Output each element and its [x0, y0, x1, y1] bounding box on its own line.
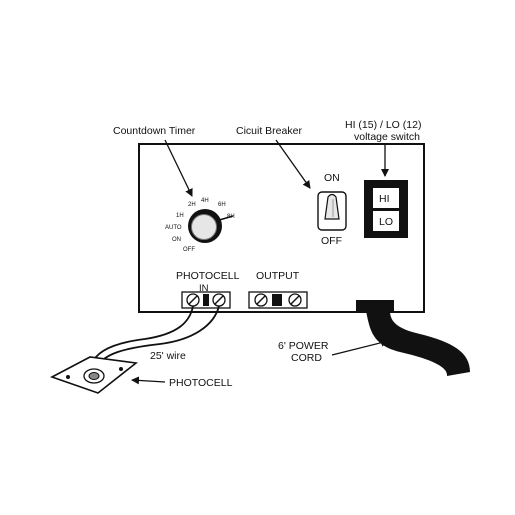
output-screw-right-slot — [290, 295, 300, 305]
circuit-breaker-leader — [275, 139, 311, 189]
photocell-screw-left-slot — [188, 295, 198, 305]
circuit-breaker[interactable]: ON OFF — [317, 172, 347, 247]
photocell-screw-hole-left — [66, 375, 70, 379]
output-terminal-block — [248, 291, 308, 309]
photocell-terminal-divider — [203, 294, 209, 306]
countdown-timer-leader — [164, 139, 193, 197]
photocell-terminal-block — [181, 291, 231, 309]
timer-mark-auto: AUTO — [165, 225, 182, 231]
timer-mark-1h: 1H — [176, 213, 184, 219]
power-cord-label-line1: 6' POWER — [278, 340, 329, 352]
timer-dial-pointer — [215, 215, 234, 222]
voltage-switch[interactable]: HI LO — [364, 180, 408, 238]
photocell-sensor-leader — [131, 376, 166, 385]
wire-length-label: 25' wire — [150, 350, 186, 362]
switch-hi-label: HI — [379, 193, 390, 205]
timer-mark-8h: 8H — [227, 214, 235, 220]
circuit-breaker-label: Cicuit Breaker — [236, 125, 302, 137]
timer-mark-off: OFF — [183, 247, 195, 253]
power-cord-leader — [331, 338, 389, 356]
output-screw-left-slot — [256, 295, 266, 305]
photocell-in-label: IN — [199, 283, 209, 294]
photocell-screw-right-slot — [214, 295, 224, 305]
power-cord-cable — [366, 311, 470, 376]
timer-mark-on: ON — [172, 237, 181, 243]
power-cord-grommet — [356, 300, 394, 311]
timer-mark-4h: 4H — [201, 198, 209, 204]
switch-hi-button[interactable] — [373, 188, 399, 208]
switch-lo-button[interactable] — [373, 211, 399, 231]
countdown-timer-label: Countdown Timer — [113, 125, 196, 137]
switch-lo-label: LO — [379, 216, 393, 228]
timer-dial: 2H 4H 6H 1H 8H AUTO ON OFF — [165, 198, 235, 253]
breaker-lever[interactable] — [324, 193, 340, 220]
power-cord-label-line2: CORD — [291, 352, 322, 364]
voltage-switch-label-line2: voltage switch — [354, 131, 420, 143]
voltage-switch-label-line1: HI (15) / LO (12) — [345, 119, 421, 131]
output-terminal-label: OUTPUT — [256, 270, 300, 282]
timer-dial-knob[interactable] — [191, 214, 217, 240]
timer-mark-2h: 2H — [188, 202, 196, 208]
photocell-wire-b — [97, 305, 220, 367]
photocell-sensor — [49, 356, 138, 394]
power-cord — [356, 300, 470, 376]
timer-mark-6h: 6H — [218, 202, 226, 208]
breaker-off-label: OFF — [321, 235, 342, 247]
breaker-on-label: ON — [324, 172, 340, 184]
photocell-screw-hole-right — [119, 367, 123, 371]
photocell-sensor-label: PHOTOCELL — [169, 377, 233, 389]
output-terminal-divider — [272, 294, 282, 306]
photocell-terminal-label: PHOTOCELL — [176, 270, 240, 282]
photocell-wire-a — [91, 305, 194, 365]
photocell-lens-inner — [88, 372, 100, 380]
